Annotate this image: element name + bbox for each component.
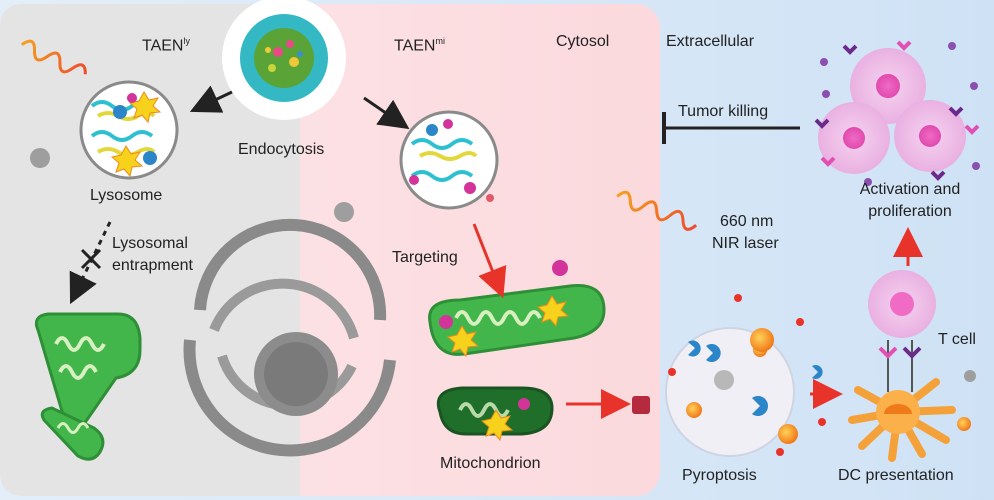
damp-dot	[957, 417, 971, 431]
nucleus-icon	[183, 218, 396, 457]
damp-dot	[668, 368, 676, 376]
activation-label-1: Activation and	[859, 181, 961, 198]
t-cell-label: T cell	[938, 331, 976, 348]
mitochondrion-label: Mitochondrion	[440, 455, 541, 472]
debris-blob	[964, 370, 976, 382]
damp-dot	[750, 328, 774, 352]
lysosome-vesicle-icon	[79, 80, 179, 180]
pyroptotic-cell-icon	[665, 327, 795, 457]
laser-label-2: NIR laser	[712, 235, 779, 252]
targeting-arrow	[472, 223, 507, 299]
damp-dot	[734, 294, 742, 302]
debris-blob	[30, 148, 50, 168]
nanoparticle-icon	[222, 0, 346, 120]
taen-mi-title: TAENmi	[394, 36, 445, 55]
extracellular-label: Extracellular	[666, 33, 755, 50]
cytosol-label: Cytosol	[556, 33, 610, 50]
activation-label-2: proliferation	[868, 203, 952, 220]
endocytosis-arrow-left	[189, 85, 233, 113]
damp-pacman	[812, 365, 823, 379]
laser-label-1: 660 nm	[720, 213, 774, 230]
targeting-vesicle-icon	[399, 110, 499, 210]
endocytosis-arrow-right	[363, 96, 410, 130]
debris-blob	[334, 202, 354, 222]
targeting-label: Targeting	[392, 249, 458, 266]
mitochondrion-small-icon	[40, 406, 105, 461]
lysosomal-entrapment-arrow	[69, 221, 112, 305]
endocytosis-label: Endocytosis	[238, 141, 325, 158]
pyroptosis-label: Pyroptosis	[682, 467, 757, 484]
t-cell-icon	[868, 270, 936, 392]
activated-t-cells-icon	[814, 40, 980, 186]
dc-presentation-label: DC presentation	[838, 467, 954, 484]
laser-wave-left	[20, 39, 87, 75]
damp-dot	[778, 424, 798, 444]
tumor-killing-label: Tumor killing	[678, 103, 769, 120]
damp-dot	[818, 418, 826, 426]
mitochondrion-damaged-icon	[436, 386, 554, 442]
tumor-killing-inhibitor	[662, 112, 800, 144]
taen-ly-title: TAENly	[142, 36, 190, 55]
lysosome-label: Lysosome	[90, 187, 163, 204]
damp-pacman	[688, 340, 701, 357]
laser-wave-right	[616, 190, 698, 231]
lysosomal-entrapment-label-2: entrapment	[112, 257, 193, 274]
membrane-pore-icon	[632, 396, 650, 414]
damp-dot	[776, 448, 784, 456]
damp-dot	[796, 318, 804, 326]
mitochondrion-targeted-icon	[428, 260, 606, 358]
lysosomal-entrapment-label-1: Lysosomal	[112, 235, 188, 252]
dendritic-cell-icon	[848, 378, 956, 462]
